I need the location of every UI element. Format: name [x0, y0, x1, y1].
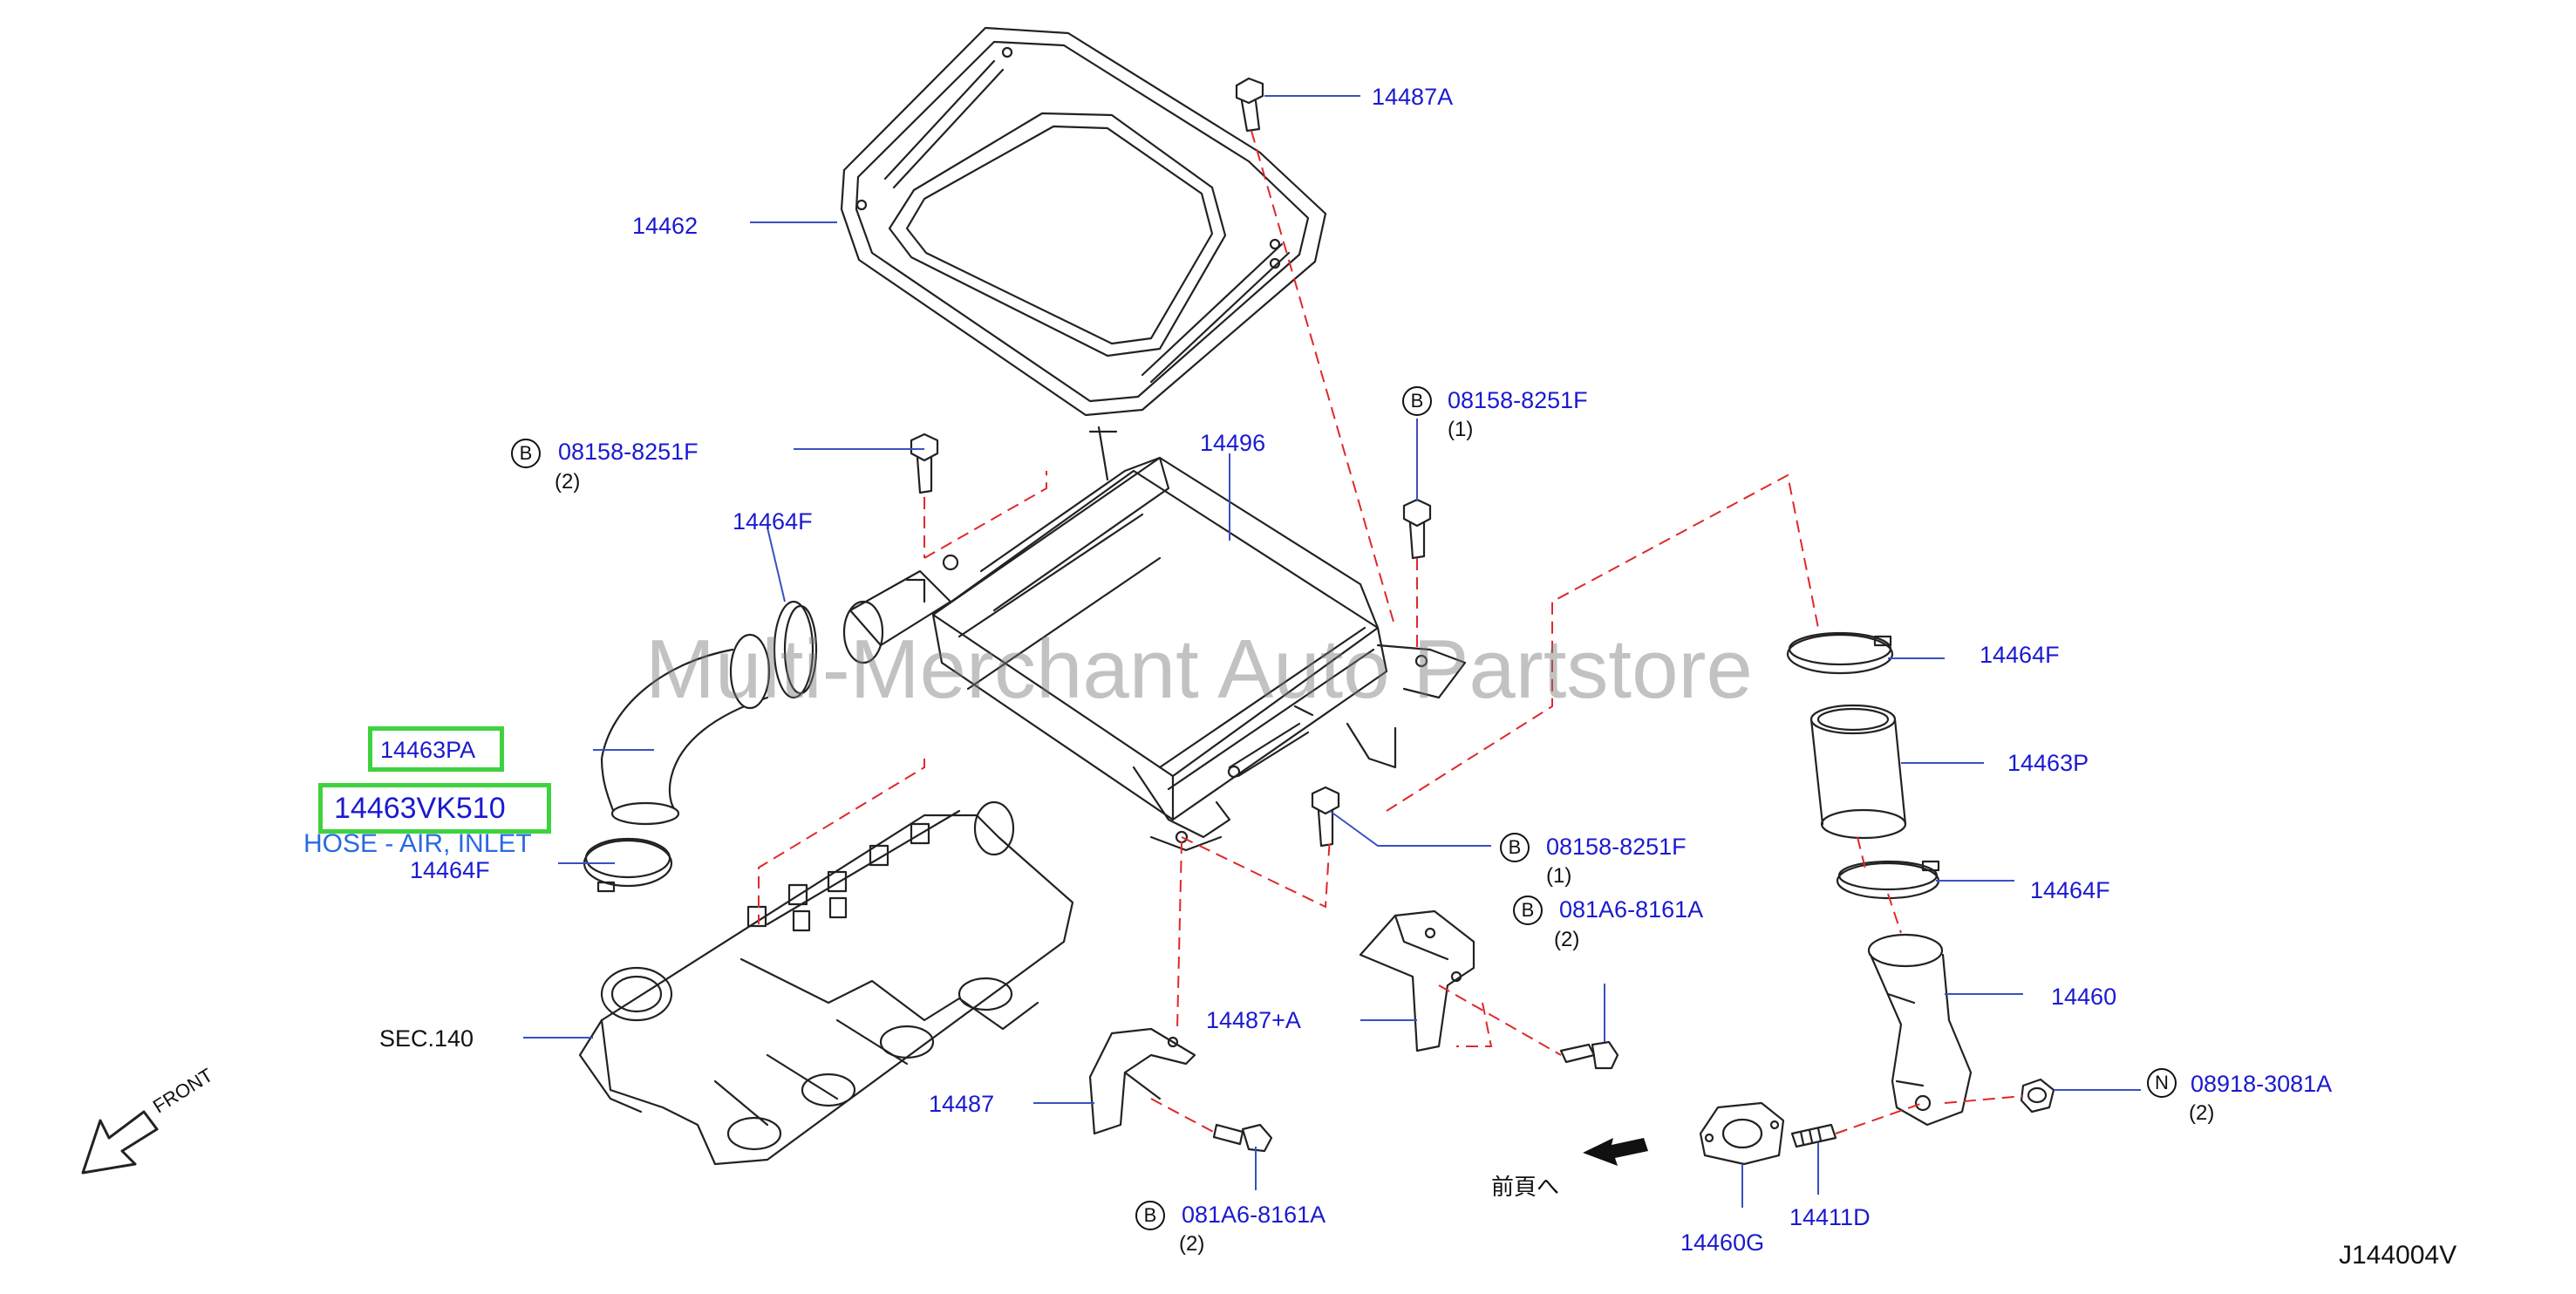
label-08158-8251F-left[interactable]: 08158-8251F: [558, 439, 699, 465]
label-14464F-left-top[interactable]: 14464F: [733, 508, 813, 535]
label-14463P[interactable]: 14463P: [2007, 750, 2089, 776]
bolt-081A6-8161A-right: [1559, 1040, 1619, 1070]
bolt-marker-b-icon: B: [1500, 833, 1530, 862]
label-14487[interactable]: 14487: [929, 1091, 995, 1117]
bolt-marker-b-icon: B: [1402, 386, 1432, 416]
bolt-081A6-8161A-lower: [1212, 1123, 1273, 1153]
leader-lines: [523, 95, 2141, 1208]
previous-page-arrow-icon: [1583, 1138, 1648, 1166]
label-08158-8251F-center[interactable]: 08158-8251F: [1448, 387, 1588, 413]
clamp-14464F-right-bottom: [1836, 860, 1940, 900]
diagram-id: J144004V: [2339, 1241, 2457, 1270]
qty-08158-8251F-center: (1): [1448, 418, 1474, 441]
bolt-marker-b-icon: B: [511, 439, 541, 468]
label-14487A-plus[interactable]: 14487+A: [1206, 1007, 1301, 1033]
label-081A6-8161A-right[interactable]: 081A6-8161A: [1559, 896, 1704, 923]
front-arrow-icon: [81, 1110, 159, 1175]
bolt-14487A: [1235, 77, 1264, 133]
bolt-marker-b-icon: B: [1513, 896, 1543, 925]
label-14464F-left-bottom[interactable]: 14464F: [410, 857, 490, 883]
qty-08158-8251F-lower: (1): [1546, 864, 1572, 888]
bolt-08158-8251F-lower: [1311, 786, 1340, 848]
label-08158-8251F-lower[interactable]: 08158-8251F: [1546, 834, 1687, 860]
intake-manifold-sec140: [578, 800, 1074, 1166]
bolt-08158-8251F-center: [1402, 498, 1432, 560]
part-description: HOSE - AIR, INLET: [303, 829, 532, 858]
label-14463VK510[interactable]: 14463VK510: [334, 792, 506, 825]
qty-081A6-8161A-right: (2): [1554, 928, 1580, 951]
label-14460[interactable]: 14460: [2051, 984, 2117, 1010]
label-14411D[interactable]: 14411D: [1789, 1204, 1871, 1230]
label-14460G[interactable]: 14460G: [1680, 1229, 1765, 1256]
intercooler-14496: [842, 426, 1467, 852]
dashed-assembly-lines: [758, 130, 2024, 1134]
label-081A6-8161A-lower[interactable]: 081A6-8161A: [1182, 1202, 1326, 1228]
nut-marker-n-icon: N: [2147, 1068, 2177, 1098]
air-guide-plate-14462: [840, 26, 1327, 417]
hose-14463P: [1809, 704, 1907, 840]
clamp-14464F-right-top: [1786, 631, 1894, 675]
bracket-14487A-plus: [1359, 909, 1475, 1052]
bolt-marker-b-icon: B: [1135, 1201, 1165, 1230]
label-sec140[interactable]: SEC.140: [379, 1025, 474, 1052]
stud-14411D: [1790, 1123, 1837, 1148]
label-14487A[interactable]: 14487A: [1372, 84, 1454, 110]
clamp-14464F-left-top: [773, 600, 818, 699]
gasket-14460G: [1699, 1101, 1785, 1166]
bolt-08158-8251F-left: [910, 432, 939, 494]
label-14463PA[interactable]: 14463PA: [380, 737, 476, 763]
hose-14463PA: [600, 633, 771, 826]
qty-08918-3081A: (2): [2189, 1101, 2215, 1125]
highlight-box-14463VK510: [318, 783, 551, 834]
qty-08158-8251F-left: (2): [555, 470, 581, 494]
qty-081A6-8161A-lower: (2): [1179, 1232, 1205, 1256]
label-14464F-right-bottom[interactable]: 14464F: [2030, 877, 2110, 903]
highlight-box-14463PA: [368, 726, 504, 772]
label-14462[interactable]: 14462: [632, 213, 699, 239]
pipe-14460: [1867, 933, 1973, 1127]
bracket-14487: [1088, 1027, 1196, 1135]
clamp-14464F-left-bottom: [583, 837, 673, 893]
label-14496[interactable]: 14496: [1200, 430, 1266, 456]
label-14464F-right-top[interactable]: 14464F: [1980, 642, 2060, 668]
previous-page-label[interactable]: 前頁へ: [1491, 1174, 1560, 1200]
label-08918-3081A[interactable]: 08918-3081A: [2191, 1071, 2333, 1097]
watermark: Multi-Merchant Auto Partstore: [645, 623, 1753, 716]
nut-08918-3081A: [2020, 1078, 2055, 1114]
